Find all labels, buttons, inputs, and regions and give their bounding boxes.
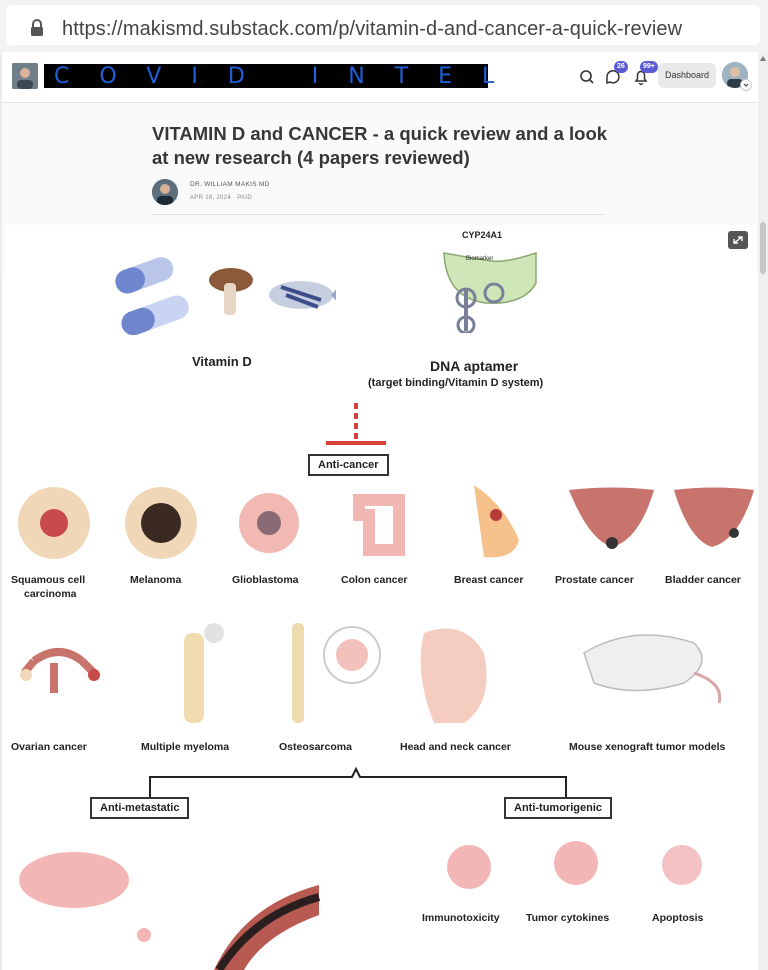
xenograft-label: Mouse xenograft tumor models bbox=[569, 741, 726, 753]
squamous-label-2: carcinoma bbox=[24, 588, 77, 600]
vitamin-d-label: Vitamin D bbox=[192, 354, 252, 369]
post-date: APR 18, 2024 · PAID bbox=[190, 195, 252, 201]
expand-icon[interactable] bbox=[728, 231, 748, 249]
myeloma-label: Multiple myeloma bbox=[141, 741, 230, 753]
breast-label: Breast cancer bbox=[454, 574, 524, 586]
bottom-illustrations bbox=[19, 841, 702, 970]
scroll-up-icon[interactable] bbox=[760, 56, 766, 61]
row2-illustrations bbox=[20, 623, 722, 723]
lock-icon bbox=[31, 19, 43, 36]
bracket bbox=[149, 766, 567, 797]
divider bbox=[152, 214, 606, 215]
ovarian-label: Ovarian cancer bbox=[11, 741, 87, 753]
top-nav: COVID INTEL 26 99+ Dashboard bbox=[2, 52, 758, 103]
web-page: COVID INTEL 26 99+ Dashboard VITAMI bbox=[2, 52, 758, 970]
author-avatar[interactable] bbox=[152, 179, 178, 205]
cytokines-label: Tumor cytokines bbox=[526, 912, 610, 924]
row1-illustrations bbox=[18, 485, 754, 559]
colon-label: Colon cancer bbox=[341, 574, 408, 586]
scrollbar[interactable] bbox=[758, 52, 768, 970]
search-icon[interactable] bbox=[576, 66, 598, 88]
chat-badge: 26 bbox=[614, 61, 628, 73]
url-text[interactable]: https://makismd.substack.com/p/vitamin-d… bbox=[62, 18, 683, 40]
chevron-down-icon[interactable] bbox=[740, 79, 752, 91]
aptamer-illustration bbox=[443, 251, 537, 333]
aptamer-label: DNA aptamer bbox=[430, 358, 519, 374]
url-box[interactable]: https://makismd.substack.com/p/vitamin-d… bbox=[6, 5, 760, 45]
biomarker-label: Biomarker bbox=[466, 256, 494, 262]
anti-tumorigenic-box: Anti-tumorigenic bbox=[504, 797, 612, 819]
scroll-thumb[interactable] bbox=[760, 222, 766, 274]
publication-logo[interactable]: COVID INTEL bbox=[44, 64, 494, 89]
author-name[interactable]: DR. WILLIAM MAKIS MD bbox=[190, 181, 270, 188]
aptamer-subtitle: (target binding/Vitamin D system) bbox=[368, 377, 544, 389]
inhibition-marker bbox=[326, 403, 386, 445]
vitamin-d-illustration bbox=[115, 257, 336, 335]
chat-icon[interactable] bbox=[602, 66, 624, 88]
bladder-label: Bladder cancer bbox=[665, 574, 741, 586]
post-figure[interactable]: Vitamin D CYP24A1 Biomarker DNA aptamer … bbox=[6, 225, 756, 970]
notification-badge: 99+ bbox=[640, 61, 658, 73]
browser-address-bar: https://makismd.substack.com/p/vitamin-d… bbox=[0, 0, 768, 52]
prostate-label: Prostate cancer bbox=[555, 574, 634, 586]
melanoma-label: Melanoma bbox=[130, 574, 182, 586]
squamous-label: Squamous cell bbox=[11, 574, 86, 586]
apoptosis-label: Apoptosis bbox=[652, 912, 704, 924]
publication-avatar[interactable] bbox=[12, 63, 38, 89]
immunotoxicity-label: Immunotoxicity bbox=[422, 912, 500, 924]
anti-metastatic-box: Anti-metastatic bbox=[90, 797, 190, 819]
cyp-label: CYP24A1 bbox=[462, 230, 503, 240]
osteosarcoma-label: Osteosarcoma bbox=[279, 741, 352, 753]
glioblastoma-label: Glioblastoma bbox=[232, 574, 299, 586]
dashboard-button[interactable]: Dashboard bbox=[658, 63, 716, 88]
publication-logo-text: COVID INTEL bbox=[54, 63, 525, 89]
head-neck-label: Head and neck cancer bbox=[400, 741, 511, 753]
post-title: VITAMIN D and CANCER - a quick review an… bbox=[152, 123, 608, 168]
anti-cancer-box: Anti-cancer bbox=[308, 454, 389, 476]
